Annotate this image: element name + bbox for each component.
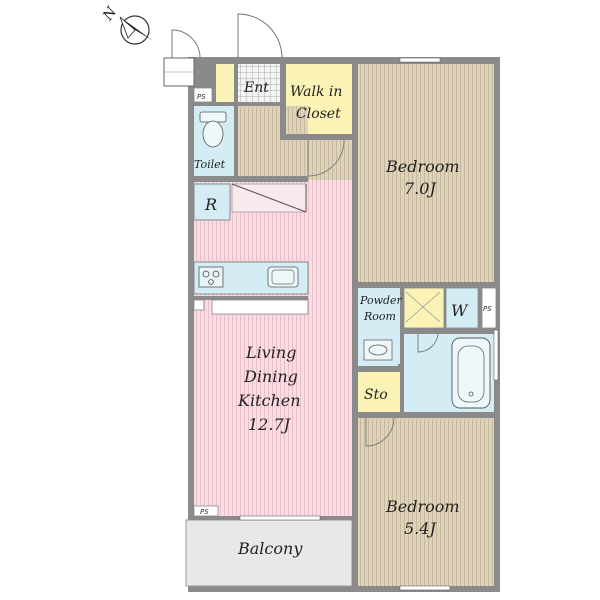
refrigerator-label: R [204,195,217,214]
ldk-label-1: Living [245,343,296,362]
washer-area [445,287,479,329]
bedroom-2-area [358,418,494,586]
ps-right-label: PS [483,305,492,313]
powder-room-label-1: Powder [359,294,403,307]
washer-label: W [451,301,469,320]
bedroom-1-name: Bedroom [385,157,460,176]
sink-icon [267,266,299,288]
kitchen-partition-wall [194,296,308,300]
walk-in-closet-label-1: Walk in [290,84,342,100]
door-swings [307,139,439,447]
toilet-label: Toilet [194,158,226,171]
balcony-area [185,519,353,587]
storage-area [358,372,400,412]
wall-vertical-main [352,60,358,586]
bedroom-2-size: 5.4J [404,519,437,538]
wall-toilet-right [234,104,238,180]
refrigerator-space [193,183,231,221]
wall-wet-bed2-divider [352,412,496,418]
wall-entry-bottom [194,102,284,106]
storage-label: Sto [364,387,388,403]
ps-top-label: PS [197,93,206,101]
wall-powder-top [400,328,496,332]
shoe-cabinet [216,64,234,104]
wall-closet-right [280,60,286,136]
walk-in-closet-label-2: Closet [296,106,341,122]
bedroom-1-area [358,64,494,282]
ps-top-box [193,87,213,103]
hallway-lower [308,140,352,180]
stove-icon [198,266,224,288]
ldk-upper-corridor [308,180,352,282]
balcony-label: Balcony [237,539,303,558]
entrance-label: Ent [243,80,269,96]
ldk-label-2: Dining [243,367,298,386]
kitchen-small-box [193,299,205,311]
ldk-label-4: 12.7J [248,415,292,434]
wall-storage-top [352,366,400,370]
toilet-icon [199,111,227,148]
ldk-label-3: Kitchen [237,391,301,410]
wall-closet-bottom [280,134,352,140]
entrance-exterior [163,13,283,87]
bedroom-1-size: 7.0J [404,179,437,198]
hallway-area [238,106,308,176]
wall-ldk-top [194,176,308,182]
bathtub-icon [451,337,491,409]
compass-north-label: N [99,4,120,25]
compass: N [99,4,152,45]
powder-room-label-2: Room [363,310,396,323]
cabinet-cross-icon [405,291,441,323]
ps-bottom-label: PS [200,508,209,516]
kitchen-back-cabinet [211,299,309,315]
washbasin-icon [363,339,393,361]
wall-bedroom-wet-divider [352,282,496,288]
entrance-area [238,64,280,104]
window-marks [239,57,499,591]
wall-powder-bath [400,328,404,412]
bedroom-2-name: Bedroom [385,497,460,516]
